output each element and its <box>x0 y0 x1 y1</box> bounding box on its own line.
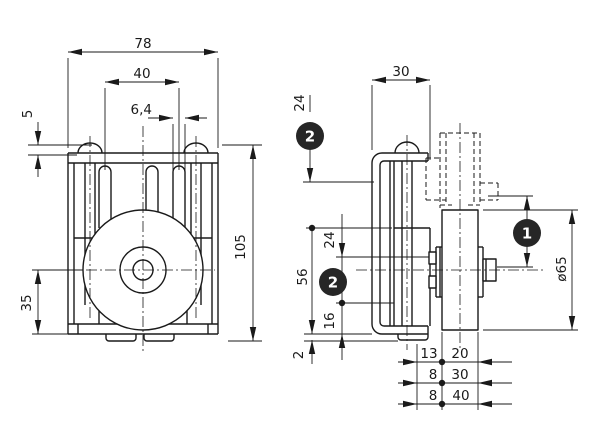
side-arrowheads <box>306 76 576 408</box>
dim-side-hole-spacing: 24 <box>322 231 338 248</box>
dim-row2-right: 30 <box>451 367 468 383</box>
dim-front-axle-height: 35 <box>19 294 35 311</box>
dim-front-hole-spacing: 40 <box>133 66 150 82</box>
dim-row1-left: 13 <box>420 346 437 362</box>
dim-side-top-offset: 24 <box>292 94 308 111</box>
dim-row3-left: 8 <box>429 388 438 404</box>
dim-row3-right: 40 <box>452 388 469 404</box>
callout-badge-1: 1 <box>513 219 541 247</box>
front-arrowheads <box>34 48 257 341</box>
dim-row1-right: 20 <box>451 346 468 362</box>
side-rail-row-dims: 13 20 8 30 8 40 <box>420 346 469 404</box>
front-centerlines <box>86 126 215 352</box>
badge-2-bottom-label: 2 <box>328 274 338 292</box>
dim-front-slot-width: 6,4 <box>131 102 152 118</box>
side-view: 30 24 56 24 16 2 ø65 13 20 8 30 8 40 2 2… <box>291 64 578 410</box>
callout-badge-2-top: 2 <box>296 122 324 150</box>
side-bracket <box>371 141 431 341</box>
dim-front-overall-width: 78 <box>134 36 151 52</box>
side-centerlines <box>356 123 545 350</box>
badge-1-label: 1 <box>522 225 532 243</box>
dim-side-16: 16 <box>322 312 338 329</box>
dim-front-overall-height: 105 <box>233 234 249 260</box>
dim-side-56: 56 <box>295 268 311 285</box>
dim-row2-left: 8 <box>429 367 438 383</box>
side-hidden-rail <box>425 132 499 208</box>
front-guide-tabs <box>105 334 175 342</box>
badge-2-top-label: 2 <box>305 128 315 146</box>
front-view: 78 40 6,4 5 35 105 <box>19 36 262 352</box>
side-extension-lines <box>303 85 578 410</box>
side-reference-dots <box>308 224 446 408</box>
callout-badge-2-bottom: 2 <box>319 268 347 296</box>
dim-side-wheel-diameter: ø65 <box>554 256 570 281</box>
dim-side-2: 2 <box>291 351 307 360</box>
dim-front-head-height: 5 <box>20 110 36 119</box>
dim-side-depth: 30 <box>392 64 409 80</box>
